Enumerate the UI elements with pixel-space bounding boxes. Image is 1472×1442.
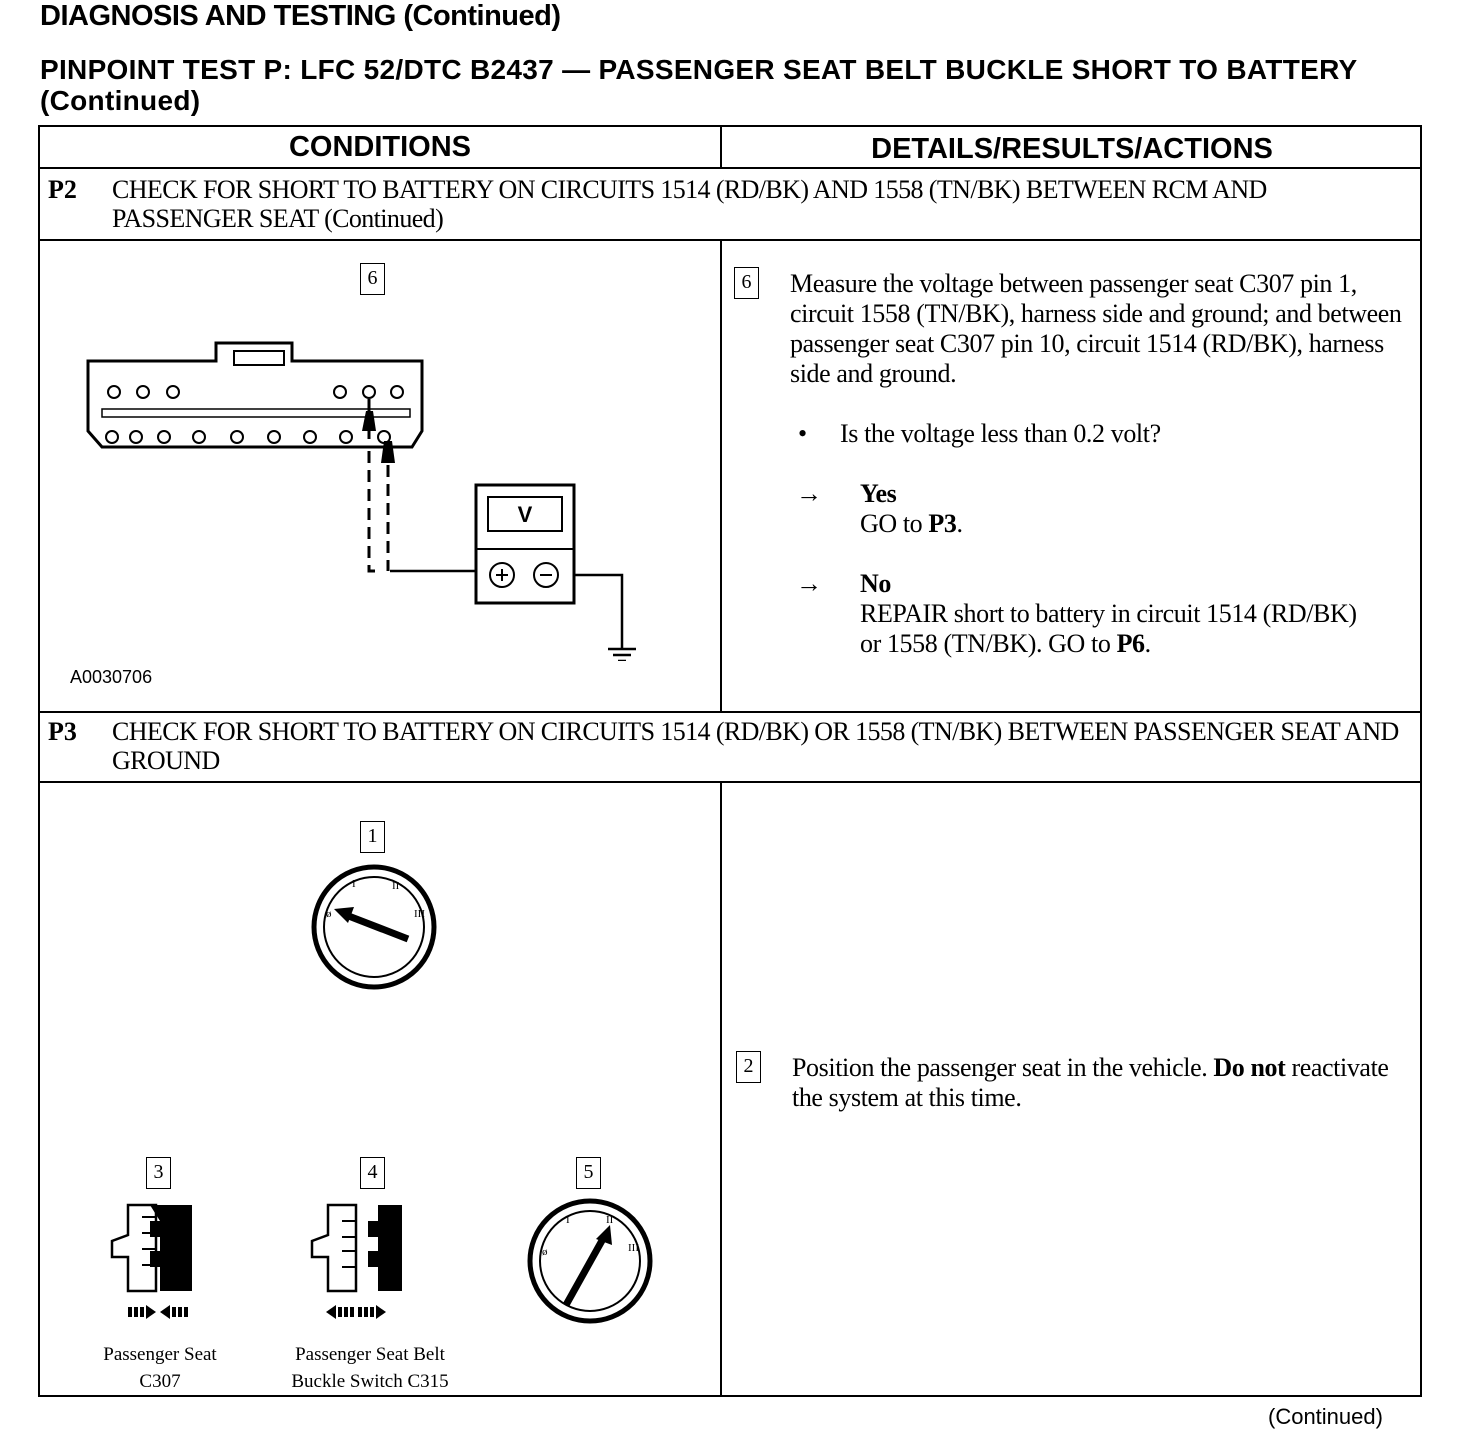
arrow-right-icon: → — [796, 569, 822, 598]
voltmeter-body-shape — [474, 483, 576, 605]
connector-ribs-shape — [342, 1220, 356, 1268]
ignition-inner-ring-shape — [539, 1210, 641, 1312]
conditions-column-header: CONDITIONS — [288, 131, 472, 163]
figure-caption-c315: Passenger Seat Belt Buckle Switch C315 — [270, 1341, 470, 1395]
row-divider — [40, 781, 1420, 783]
ignition-pointer-shape — [562, 1235, 608, 1307]
row-divider — [40, 711, 1420, 713]
figure-caption-c307: Passenger Seat C307 — [70, 1341, 250, 1395]
ignition-mark-2: II — [606, 1214, 614, 1226]
caption-line: Buckle Switch C315 — [291, 1371, 449, 1392]
step-number-box: 6 — [734, 267, 759, 299]
ignition-mark-1: I — [566, 1214, 570, 1226]
ignition-pointer-head-shape — [596, 1225, 612, 1245]
voltmeter-display-shape — [487, 496, 563, 532]
step-instruction-warning: Do not — [1213, 1053, 1286, 1082]
ignition-pointer-head-shape — [334, 907, 354, 923]
ground-lead-shape — [574, 573, 624, 649]
ignition-pointer-shape — [344, 911, 410, 943]
ignition-mark-1: I — [352, 878, 356, 890]
step-question: Is the voltage less than 0.2 volt? — [840, 419, 1161, 448]
no-action-target: P6 — [1116, 629, 1145, 658]
connector-rib-shape — [101, 408, 411, 418]
no-action: REPAIR short to battery in circuit 1514 … — [860, 599, 1360, 659]
row-divider — [40, 239, 1420, 241]
no-action-text: REPAIR short to battery in circuit 1514 … — [860, 599, 1357, 658]
voltmeter-connector-diagram: V — [86, 341, 636, 661]
connector-pins-top-shape — [105, 385, 404, 444]
step-number-box: 5 — [576, 1157, 601, 1189]
arrow-right-icon: → — [796, 479, 822, 508]
connector-mate-shape — [368, 1205, 402, 1291]
ground-icon — [608, 647, 636, 661]
no-label: No — [860, 569, 891, 598]
step-number-box: 4 — [360, 1157, 385, 1189]
step-number-box: 6 — [360, 263, 385, 295]
step-instruction: Measure the voltage between passenger se… — [790, 269, 1402, 388]
column-divider — [720, 239, 722, 711]
connector-latch-shape — [233, 350, 285, 366]
details-column-header: DETAILS/RESULTS/ACTIONS — [871, 133, 1273, 165]
caption-line: C307 — [139, 1371, 181, 1392]
step-number-box: 3 — [146, 1157, 171, 1189]
connector-half-shape — [310, 1203, 358, 1293]
ignition-inner-ring-shape — [323, 876, 425, 978]
ignition-switch-run-diagram: ø I II III — [527, 1198, 653, 1324]
buckle-switch-connector-diagram — [310, 1203, 402, 1319]
ignition-mark-0: ø — [326, 908, 332, 920]
yes-action: GO to P3. — [860, 509, 1400, 539]
disconnect-arrows-icon — [326, 1305, 386, 1319]
figure-id: A0030706 — [70, 667, 153, 687]
row-divider — [40, 167, 1420, 169]
passenger-seat-connector-diagram — [110, 1203, 192, 1319]
step-id-p2: P2 — [48, 175, 77, 204]
connector-ribs-shape — [142, 1216, 156, 1266]
probe-arrow-shape — [362, 411, 376, 431]
connect-arrows-icon — [128, 1305, 188, 1319]
probe-lead-dashed-shape — [367, 451, 380, 573]
continued-label: (Continued) — [1268, 1404, 1383, 1429]
step-number-box: 2 — [736, 1051, 761, 1083]
caption-line: Passenger Seat — [103, 1344, 217, 1365]
voltmeter-label: V — [518, 502, 533, 527]
minus-terminal-icon — [533, 562, 559, 588]
ignition-mark-3: III — [628, 1242, 639, 1254]
yes-action-suffix: . — [956, 509, 963, 538]
bullet-icon: • — [798, 419, 807, 448]
ignition-outer-ring-shape — [527, 1198, 653, 1324]
yes-label: Yes — [860, 479, 897, 508]
plus-sign-icon — [496, 569, 508, 581]
caption-line: Passenger Seat Belt — [295, 1344, 445, 1365]
ignition-outer-ring-shape — [311, 864, 437, 990]
plus-terminal-icon — [489, 562, 515, 588]
connector-mate-shape — [150, 1205, 192, 1291]
pinpoint-test-table: CONDITIONS DETAILS/RESULTS/ACTIONS P2 CH… — [38, 125, 1422, 1397]
step-id-p3: P3 — [48, 717, 77, 746]
ignition-mark-0: ø — [542, 1246, 548, 1258]
connector-body-shape — [86, 341, 424, 449]
step-instruction-text: Position the passenger seat in the vehic… — [792, 1053, 1214, 1082]
yes-action-target: P3 — [928, 509, 957, 538]
ignition-mark-3: III — [414, 908, 425, 920]
pinpoint-test-title: PINPOINT TEST P: LFC 52/DTC B2437 — PASS… — [40, 54, 1358, 116]
step-title-p2: CHECK FOR SHORT TO BATTERY ON CIRCUITS 1… — [112, 175, 1267, 233]
step-instruction: Position the passenger seat in the vehic… — [792, 1053, 1412, 1113]
ignition-switch-off-diagram: ø I II III — [311, 864, 437, 990]
ignition-mark-2: II — [392, 880, 400, 892]
column-divider — [720, 781, 722, 1397]
probe-arrow-shape — [381, 441, 395, 463]
step-number-box: 1 — [360, 821, 385, 853]
section-title: DIAGNOSIS AND TESTING (Continued) — [40, 0, 561, 32]
column-divider — [720, 127, 722, 169]
no-action-suffix: . — [1144, 629, 1152, 658]
step-instruction-end: reactivate the system at this time. — [792, 1053, 1389, 1112]
yes-action-text: GO to — [860, 509, 929, 538]
step-title-p3: CHECK FOR SHORT TO BATTERY ON CIRCUITS 1… — [112, 717, 1399, 775]
